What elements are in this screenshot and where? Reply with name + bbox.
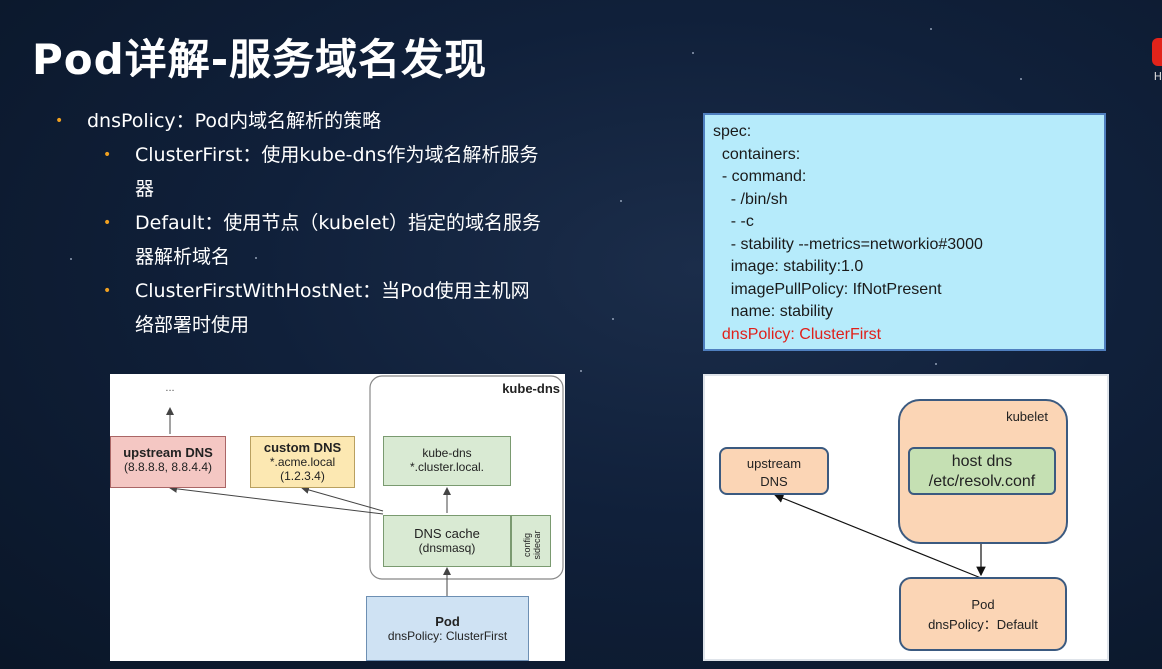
yaml-line: containers: bbox=[713, 145, 801, 163]
yaml-line: image: stability:1.0 bbox=[713, 258, 864, 275]
arrow-cache-to-upstream bbox=[169, 484, 384, 515]
yaml-line: - stability --metrics=networkio#3000 bbox=[713, 235, 983, 253]
pod-clusterfirst-sub: dnsPolicy: ClusterFirst bbox=[387, 629, 508, 643]
arrow-cache-to-custom bbox=[301, 486, 384, 512]
bullet-list: • dnsPolicy：Pod内域名解析的策略 • ClusterFirst：使… bbox=[55, 104, 545, 342]
custom-dns-title: custom DNS bbox=[263, 440, 342, 455]
kube-dns-box-line2: *.cluster.local. bbox=[409, 460, 485, 474]
pod-default-line2: dnsPolicy：Default bbox=[928, 617, 1038, 632]
yaml-dnspolicy-line: dnsPolicy: ClusterFirst bbox=[713, 325, 882, 343]
kube-dns-label: kube-dns bbox=[502, 381, 560, 396]
pod-default-node: Pod dnsPolicy：Default bbox=[899, 577, 1067, 651]
kube-dns-pod-outline bbox=[369, 375, 564, 580]
yaml-line: - -c bbox=[713, 213, 754, 230]
upstream-dns-node-line1: upstream bbox=[746, 456, 802, 471]
kube-dns-box-line1: kube-dns bbox=[422, 446, 472, 460]
upstream-dns-sub: (8.8.8.8, 8.8.4.4) bbox=[123, 460, 213, 474]
star-dot bbox=[930, 28, 932, 30]
bullet-sub-line2: 器 bbox=[135, 178, 155, 200]
star-dot bbox=[70, 258, 72, 260]
bullet-dot-icon: • bbox=[103, 215, 112, 231]
upstream-dns-node-line2: DNS bbox=[760, 474, 788, 489]
brand-logo-text: H bbox=[1153, 70, 1162, 83]
upstream-dns-title: upstream DNS bbox=[123, 445, 213, 460]
dns-cache-box: DNS cache (dnsmasq) bbox=[383, 515, 511, 567]
bullet-sub-line1: Default：使用节点（kubelet）指定的域名服务 bbox=[135, 212, 542, 234]
custom-dns-box: custom DNS *.acme.local (1.2.3.4) bbox=[250, 436, 355, 488]
config-sidecar-text: config sidecar bbox=[522, 519, 542, 571]
bullet-sub-line2: 络部署时使用 bbox=[135, 314, 250, 336]
config-sidecar-line2: sidecar bbox=[532, 530, 542, 560]
kube-dns-box: kube-dns *.cluster.local. bbox=[383, 436, 511, 486]
kubelet-label: kubelet bbox=[1006, 409, 1048, 424]
dns-cache-line1: DNS cache bbox=[414, 526, 480, 541]
bullet-sub-default: • Default：使用节点（kubelet）指定的域名服务 器解析域名 bbox=[55, 206, 545, 274]
star-dot bbox=[1020, 78, 1022, 80]
pod-clusterfirst-title: Pod bbox=[435, 614, 460, 629]
bullet-dot-icon: • bbox=[103, 147, 112, 163]
yaml-line: - command: bbox=[713, 168, 807, 185]
yaml-line: imagePullPolicy: IfNotPresent bbox=[713, 280, 942, 298]
yaml-line: name: stability bbox=[713, 303, 834, 320]
bullet-sub-hostnet: • ClusterFirstWithHostNet：当Pod使用主机网 络部署时… bbox=[55, 274, 545, 342]
ellipsis-label: ... bbox=[165, 382, 175, 394]
star-dot bbox=[620, 200, 622, 202]
host-dns-line1: host dns bbox=[951, 453, 1013, 470]
clusterfirst-diagram: ... kube-dns upstream DNS (8.8.8.8, 8.8.… bbox=[110, 374, 565, 661]
bullet-sub-line1: ClusterFirst：使用kube-dns作为域名解析服务 bbox=[135, 144, 539, 166]
host-dns-line2: /etc/resolv.conf bbox=[928, 473, 1036, 490]
star-dot bbox=[692, 52, 694, 54]
bullet-sub-line2: 器解析域名 bbox=[135, 246, 231, 268]
bullet-dot-icon: • bbox=[103, 283, 112, 299]
custom-dns-sub2: (1.2.3.4) bbox=[280, 469, 325, 483]
bullet-main: • dnsPolicy：Pod内域名解析的策略 bbox=[55, 104, 545, 138]
star-dot bbox=[255, 257, 257, 259]
yaml-line: spec: bbox=[713, 123, 752, 140]
dns-cache-line2: (dnsmasq) bbox=[418, 541, 476, 555]
default-policy-diagram: upstream DNS kubelet host dns /etc/resol… bbox=[703, 374, 1109, 661]
brand-logo-mark bbox=[1152, 38, 1162, 66]
arrow-pod-to-upstream bbox=[773, 493, 982, 579]
bullet-dot-icon: • bbox=[55, 113, 64, 129]
bullet-main-text: dnsPolicy：Pod内域名解析的策略 bbox=[87, 110, 382, 132]
page-title: Pod详解-服务域名发现 bbox=[32, 35, 488, 84]
star-dot bbox=[580, 370, 582, 372]
star-dot bbox=[935, 363, 937, 365]
yaml-line: - /bin/sh bbox=[713, 190, 788, 208]
star-dot bbox=[612, 318, 614, 320]
config-sidecar-box: config sidecar bbox=[511, 515, 551, 567]
bullet-sub-clusterfirst: • ClusterFirst：使用kube-dns作为域名解析服务 器 bbox=[55, 138, 545, 206]
config-sidecar-line1: config bbox=[522, 532, 532, 558]
clusterfirst-diagram-lines bbox=[166, 375, 564, 596]
bullet-sub-line1: ClusterFirstWithHostNet：当Pod使用主机网 bbox=[135, 280, 530, 302]
pod-clusterfirst-box: Pod dnsPolicy: ClusterFirst bbox=[366, 596, 529, 661]
host-dns-node: host dns /etc/resolv.conf bbox=[908, 447, 1056, 495]
yaml-code-box: spec: containers: - command: - /bin/sh -… bbox=[703, 113, 1106, 351]
upstream-dns-node: upstream DNS bbox=[719, 447, 829, 495]
upstream-dns-box: upstream DNS (8.8.8.8, 8.8.4.4) bbox=[110, 436, 226, 488]
custom-dns-sub1: *.acme.local bbox=[269, 455, 336, 469]
pod-default-line1: Pod bbox=[971, 597, 995, 612]
